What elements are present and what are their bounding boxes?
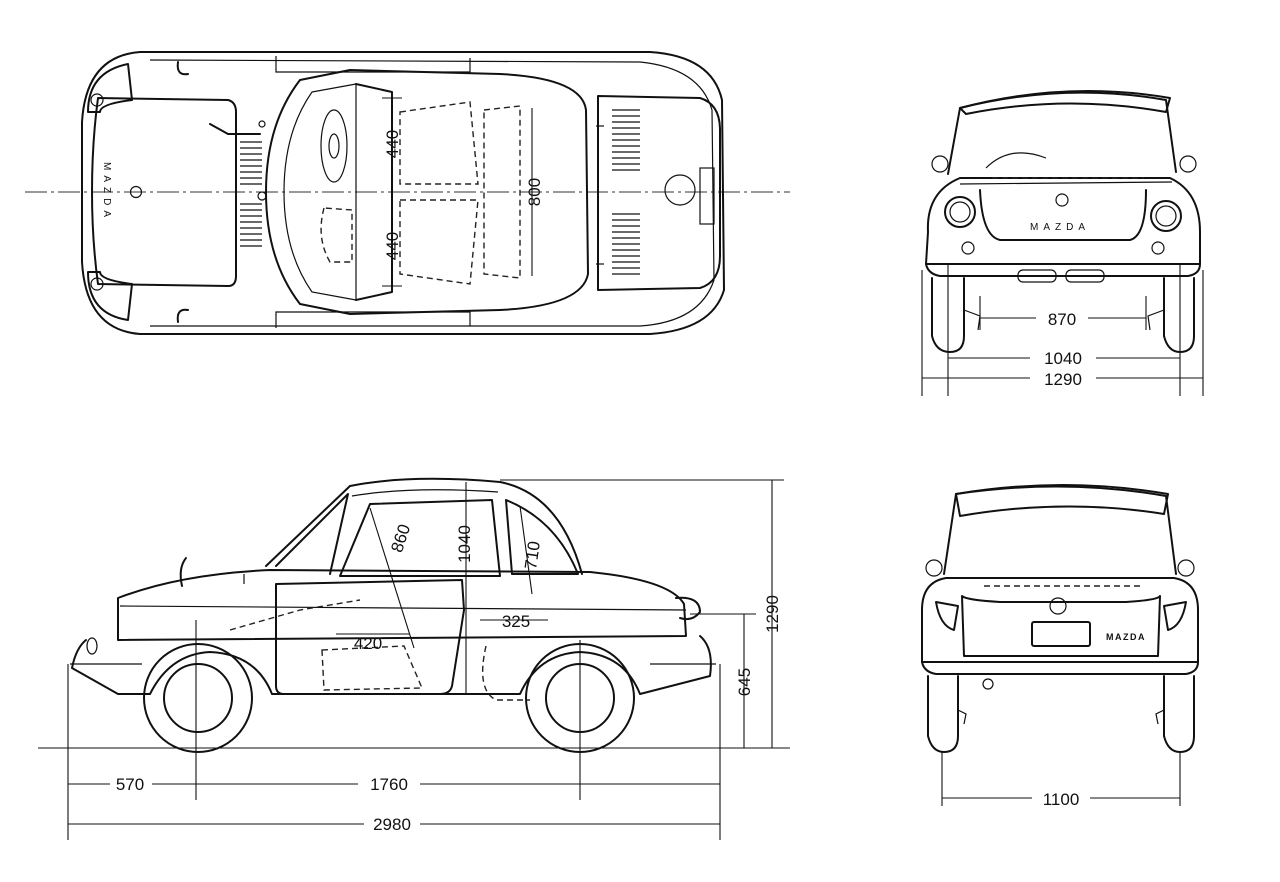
- right-headlight-top: [87, 271, 133, 321]
- top-brand-text: MAZDA: [101, 162, 112, 222]
- front-wheel-side: [143, 643, 253, 753]
- rear-bumper: [921, 661, 1199, 675]
- left-headlight-top: [87, 63, 133, 113]
- side-view: 860 1040 710 325 420 645 1290 570 1760: [38, 477, 790, 840]
- side-window: [339, 499, 501, 577]
- front-view: MAZDA 870 1040 1290: [921, 89, 1204, 396]
- interior-height-label: 1040: [455, 525, 474, 563]
- front-left-wheel: [931, 277, 965, 353]
- rear-seat-label: 710: [521, 540, 544, 571]
- seat-height-label: 860: [387, 522, 414, 555]
- windshield-side: [275, 493, 349, 575]
- door: [275, 579, 465, 695]
- rear-quarter-window: [505, 499, 579, 575]
- rear-left-wheel: [927, 675, 959, 753]
- side-roof: [265, 477, 583, 575]
- rear-grille-lower: [612, 213, 640, 275]
- right-headlight: [1150, 200, 1182, 232]
- front-overhang-label: 570: [116, 775, 144, 794]
- wheelbase-label: 1760: [370, 775, 408, 794]
- rear-right-wheel: [1163, 675, 1195, 753]
- front-track-label: 1040: [1044, 349, 1082, 368]
- rear-grille-upper: [612, 109, 640, 171]
- seat-length-label: 325: [502, 612, 530, 631]
- front-width-label: 1290: [1044, 370, 1082, 389]
- rear-view: MAZDA 1100: [921, 484, 1199, 809]
- top-body-outline: [81, 51, 725, 335]
- rear-deck: [597, 95, 721, 291]
- seat-front-label: 440: [383, 130, 402, 158]
- rear-roof: [943, 485, 1177, 575]
- front-right-wheel: [1163, 277, 1195, 353]
- cowl-vents: [240, 141, 262, 247]
- top-view: MAZDA: [25, 51, 790, 335]
- fuel-cap-icon: [664, 174, 696, 206]
- front-hood: [91, 97, 237, 287]
- belt-height-label: 645: [735, 668, 754, 696]
- rear-body: [921, 577, 1199, 663]
- front-inner-track-label: 870: [1048, 310, 1076, 329]
- front-bumper: [925, 263, 1201, 277]
- license-plate: [1031, 621, 1091, 647]
- cabin-width-label: 800: [525, 178, 544, 206]
- seat-rear-label: 440: [383, 232, 402, 260]
- left-headlight: [944, 196, 976, 228]
- front-brand-text: MAZDA: [1030, 222, 1090, 233]
- overall-height-label: 1290: [763, 595, 782, 633]
- rear-track-label: 1100: [1043, 790, 1080, 809]
- front-windshield: [947, 91, 1177, 175]
- overall-length-label: 2980: [373, 815, 411, 834]
- front-body: [925, 177, 1201, 265]
- rear-brand-text: MAZDA: [1106, 632, 1146, 642]
- cabin-outline: [265, 69, 589, 315]
- front-seat-label: 420: [354, 634, 382, 653]
